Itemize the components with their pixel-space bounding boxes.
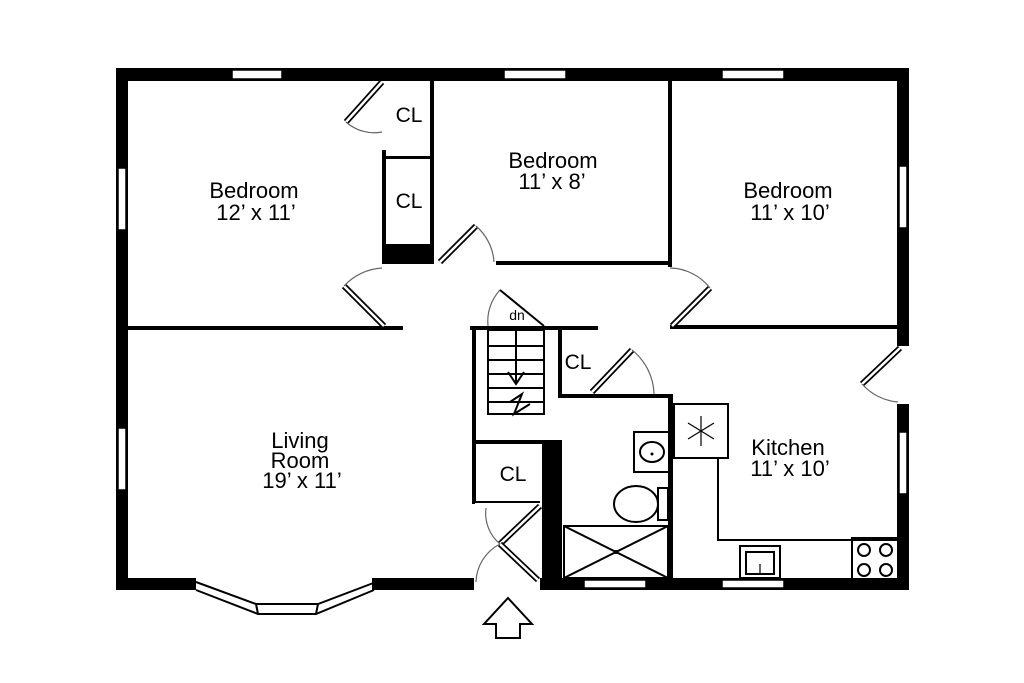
bedroom-left-dims: 12’ x 11’ bbox=[216, 200, 296, 225]
closet-label-entry: CL bbox=[500, 463, 527, 486]
stove-burners-icon bbox=[851, 537, 899, 581]
refrigerator-snowflake-icon bbox=[673, 403, 729, 459]
stairs bbox=[487, 329, 545, 417]
entry-arrow-icon bbox=[481, 596, 535, 639]
shower-icon bbox=[563, 525, 669, 579]
closet-label-top: CL bbox=[396, 104, 423, 127]
sink-icon bbox=[739, 545, 781, 579]
stairs-direction-label: dn bbox=[509, 307, 525, 323]
living-room-name-line1: Living bbox=[271, 428, 328, 453]
windows bbox=[117, 69, 908, 589]
bedroom-center-name: Bedroom bbox=[508, 148, 597, 173]
doors bbox=[341, 79, 903, 583]
closet-label-stair: CL bbox=[565, 351, 592, 374]
bedroom-right-dims: 11’ x 10’ bbox=[750, 200, 830, 225]
interior-walls bbox=[128, 81, 899, 580]
living-room-name-line2: Room bbox=[271, 448, 330, 473]
toilet-icon bbox=[613, 485, 669, 523]
bedroom-right-name: Bedroom bbox=[743, 178, 832, 203]
bedroom-center-dims: 11’ x 8’ bbox=[518, 169, 585, 194]
sink-icon bbox=[633, 431, 671, 473]
kitchen-fixtures bbox=[673, 403, 899, 581]
living-room-dims: 19’ x 11’ bbox=[262, 468, 342, 493]
kitchen-name: Kitchen bbox=[751, 435, 824, 460]
kitchen-dims: 11’ x 10’ bbox=[750, 456, 830, 481]
bedroom-left-name: Bedroom bbox=[209, 178, 298, 203]
bay-window bbox=[195, 581, 377, 615]
closet-label-mid: CL bbox=[396, 190, 423, 213]
bath-fixtures bbox=[563, 431, 671, 579]
